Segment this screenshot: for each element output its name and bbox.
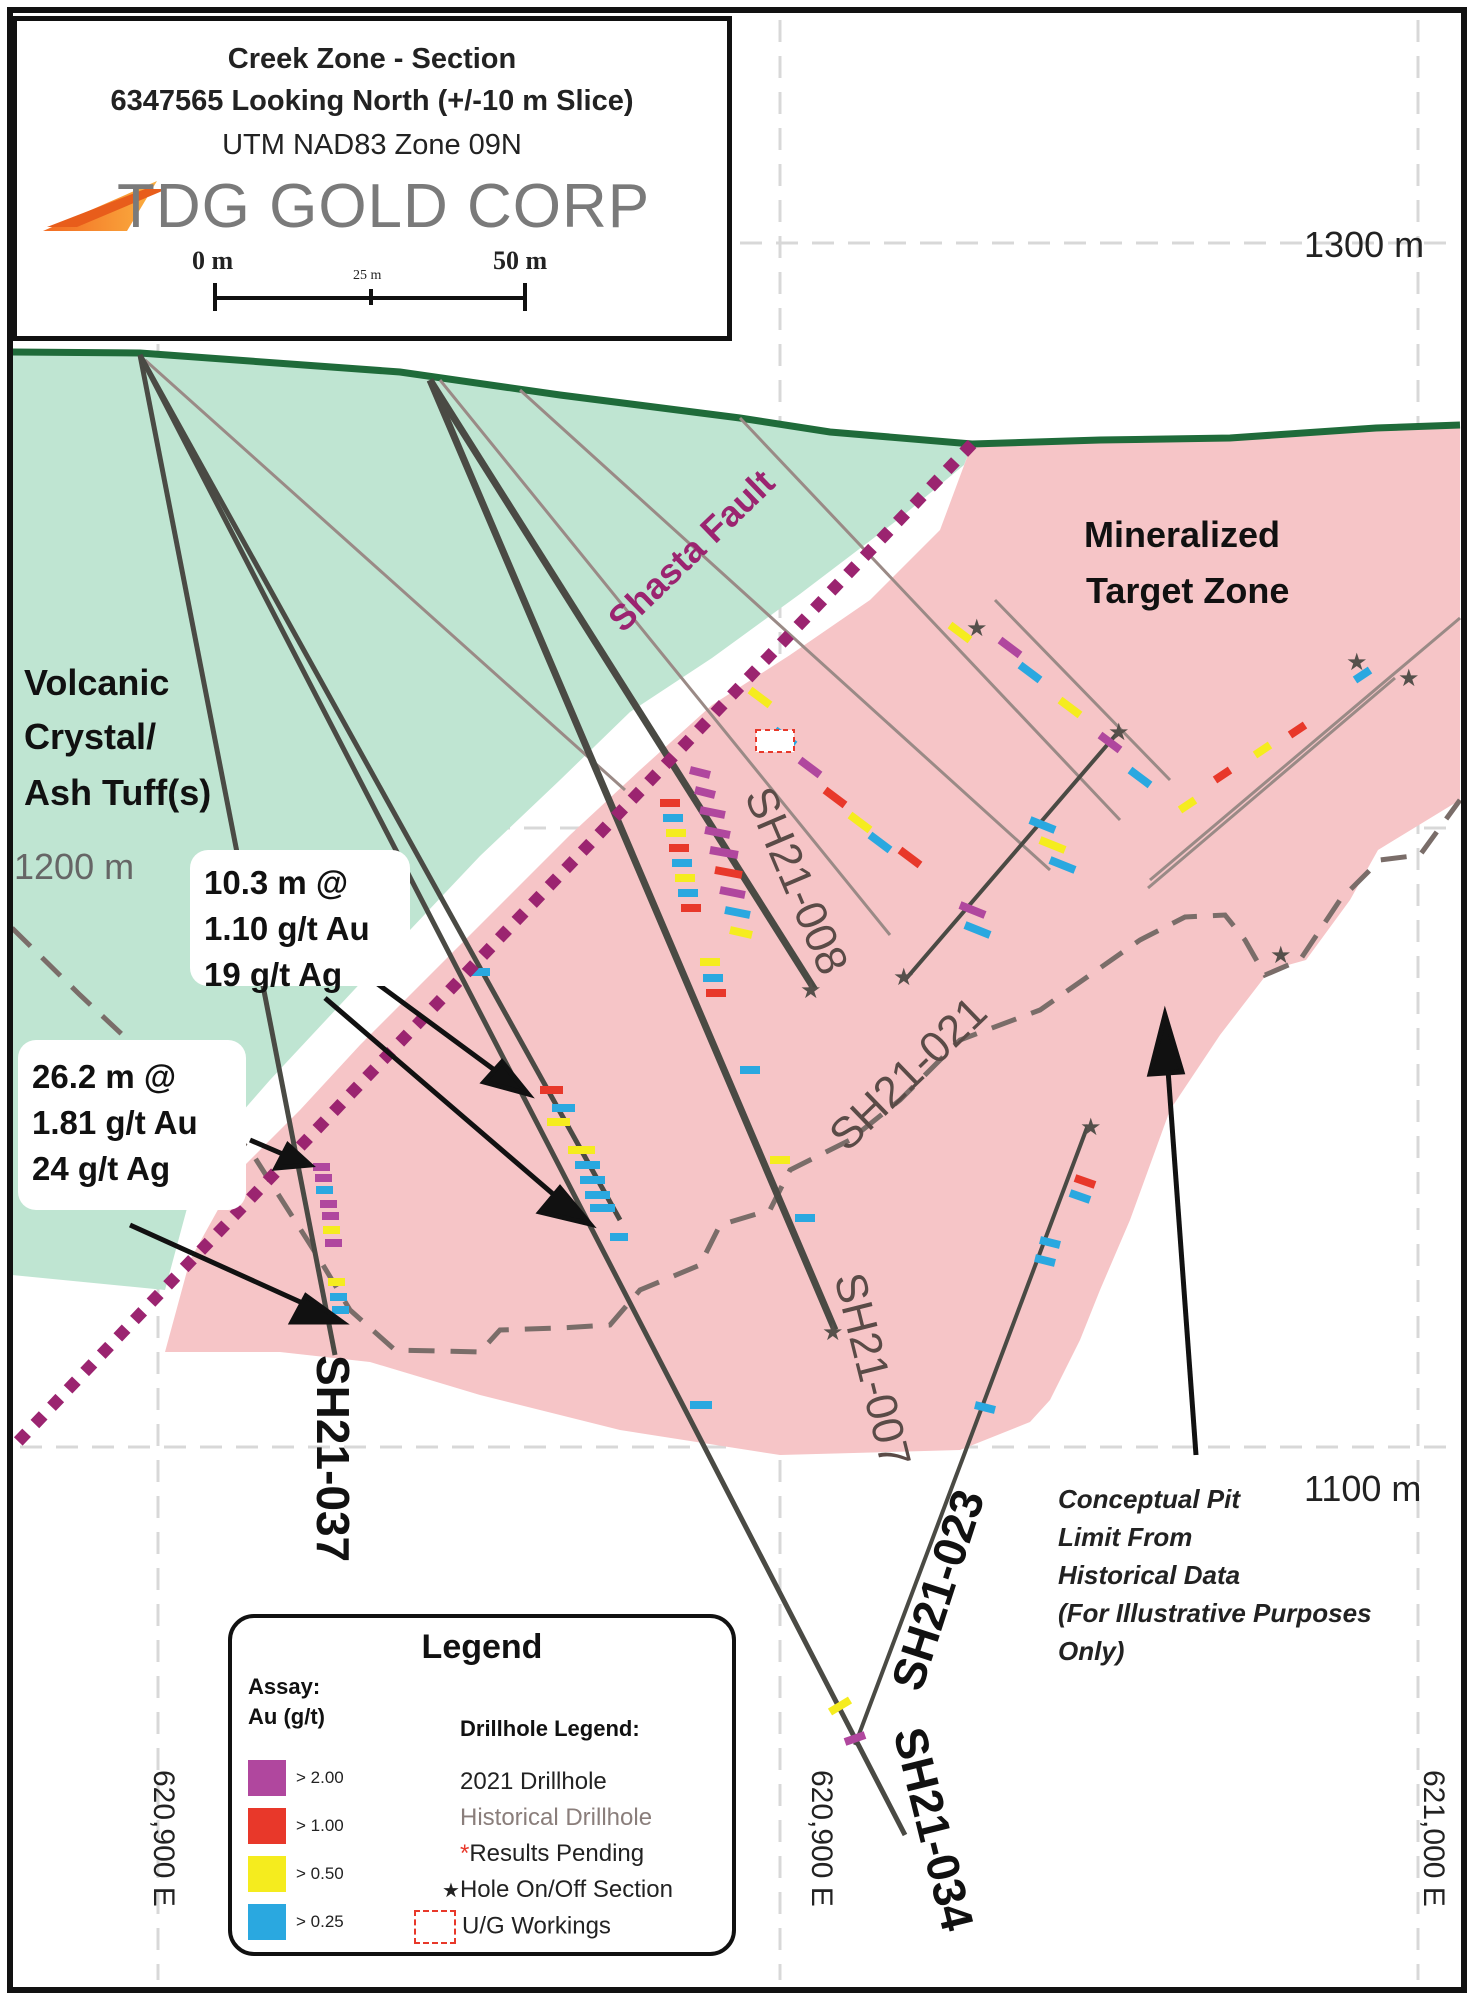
company-name: TDG GOLD CORP: [117, 172, 651, 241]
legend-assay-1: Assay:: [248, 1674, 321, 1699]
callout-upper-line1: 10.3 m @: [204, 864, 349, 901]
legend-box: Legend Assay: Au (g/t) > 2.00 > 1.00 > 0…: [228, 1614, 736, 1956]
svg-text:★: ★: [800, 976, 822, 1004]
scale-zero: 0 m: [192, 246, 234, 275]
scale-end: 50 m: [493, 246, 548, 275]
callout-lower: 26.2 m @ 1.81 g/t Au 24 g/t Ag: [18, 1040, 246, 1210]
pending-asterisk: *: [460, 1840, 470, 1867]
mineralized-target-zone: [165, 425, 1460, 1455]
company-logo: [43, 181, 167, 231]
callout-upper-line2: 1.10 g/t Au: [204, 910, 370, 947]
legend-ug: U/G Workings: [462, 1912, 611, 1940]
legend-pending-row: *Results Pending: [460, 1840, 644, 1868]
hole-end-stars: ★ ★ ★ ★ ★ ★ ★ ★ ★: [800, 614, 1420, 1346]
pit-limit-line: [10, 798, 1463, 1355]
ug-workings-icon: [414, 1910, 456, 1944]
elev-1200: 1200 m: [14, 846, 135, 887]
svg-text:★: ★: [1398, 664, 1420, 692]
legend-grade-3: > 0.50: [296, 1864, 344, 1883]
legend-2021: 2021 Drillhole: [460, 1768, 607, 1795]
legend-historical: Historical Drillhole: [460, 1804, 653, 1831]
assay-intervals: [313, 621, 1373, 1746]
svg-text:★: ★: [966, 614, 988, 642]
legend-onoff-row: ★Hole On/Off Section: [442, 1876, 673, 1904]
legend-title: Legend: [421, 1628, 543, 1666]
ug-workings: [755, 729, 795, 753]
star-icon: ★: [442, 1878, 460, 1902]
pit-note-line4: (For Illustrative Purposes: [1058, 1598, 1372, 1628]
volcanic-tuff-zone: [12, 352, 972, 1290]
elev-1100: 1100 m: [1304, 1468, 1422, 1509]
title-line2: 6347565 Looking North (+/-10 m Slice): [110, 85, 634, 117]
callout-upper: 10.3 m @ 1.10 g/t Au 19 g/t Ag: [190, 850, 410, 993]
pit-note-line2: Limit From: [1058, 1522, 1193, 1552]
volcanic-label-2: Crystal/: [24, 716, 157, 757]
legend-assay-2: Au (g/t): [248, 1704, 325, 1729]
volcanic-label-1: Volcanic: [24, 662, 170, 703]
title-box: Creek Zone - Section 6347565 Looking Nor…: [12, 16, 732, 341]
svg-text:★: ★: [1108, 718, 1130, 746]
legend-grade-1: > 2.00: [296, 1768, 344, 1787]
pit-note-line5: Only): [1058, 1636, 1125, 1666]
easting-mid: 620,900 E: [805, 1770, 838, 1907]
pit-note-line3: Historical Data: [1058, 1560, 1241, 1590]
legend-onoff: Hole On/Off Section: [459, 1876, 673, 1903]
elev-1300: 1300 m: [1304, 224, 1425, 265]
scale-mid: 25 m: [353, 268, 382, 283]
hole-label-sh21-037: SH21-037: [307, 1355, 359, 1563]
target-label-2: Target Zone: [1086, 570, 1290, 611]
easting-right: 621,000 E: [1417, 1770, 1450, 1907]
svg-text:★: ★: [1346, 648, 1368, 676]
legend-pending: Results Pending: [469, 1840, 645, 1867]
easting-left: 620,900 E: [147, 1770, 180, 1907]
shasta-fault-line: [7, 439, 977, 1453]
target-label-1: Mineralized: [1084, 514, 1281, 555]
title-line3: UTM NAD83 Zone 09N: [222, 129, 522, 161]
svg-text:★: ★: [822, 1318, 844, 1346]
legend-swatch-4: [248, 1904, 286, 1940]
callout-arrows: [128, 937, 1199, 1456]
callout-lower-line1: 26.2 m @: [32, 1058, 177, 1095]
legend-grade-4: > 0.25: [296, 1912, 344, 1931]
pit-note-line1: Conceptual Pit: [1058, 1484, 1241, 1514]
callout-upper-line3: 19 g/t Ag: [204, 956, 343, 993]
svg-text:★: ★: [1270, 941, 1292, 969]
legend-swatch-1: [248, 1760, 286, 1796]
topography-line: [11, 348, 1461, 448]
callout-lower-line2: 1.81 g/t Au: [32, 1104, 198, 1141]
svg-text:★: ★: [1080, 1113, 1102, 1141]
svg-text:★: ★: [893, 963, 915, 991]
legend-grade-2: > 1.00: [296, 1816, 344, 1835]
legend-swatch-3: [248, 1856, 286, 1892]
volcanic-label-3: Ash Tuff(s): [24, 772, 212, 813]
title-line1: Creek Zone - Section: [227, 43, 517, 75]
legend-swatch-2: [248, 1808, 286, 1844]
callout-lower-line3: 24 g/t Ag: [32, 1150, 171, 1187]
pit-note: Conceptual Pit Limit From Historical Dat…: [1058, 1480, 1372, 1670]
historical-drillholes: [143, 358, 1461, 936]
legend-drillhole-title: Drillhole Legend:: [460, 1716, 640, 1741]
legend-ug-row: U/G Workings: [414, 1910, 611, 1944]
